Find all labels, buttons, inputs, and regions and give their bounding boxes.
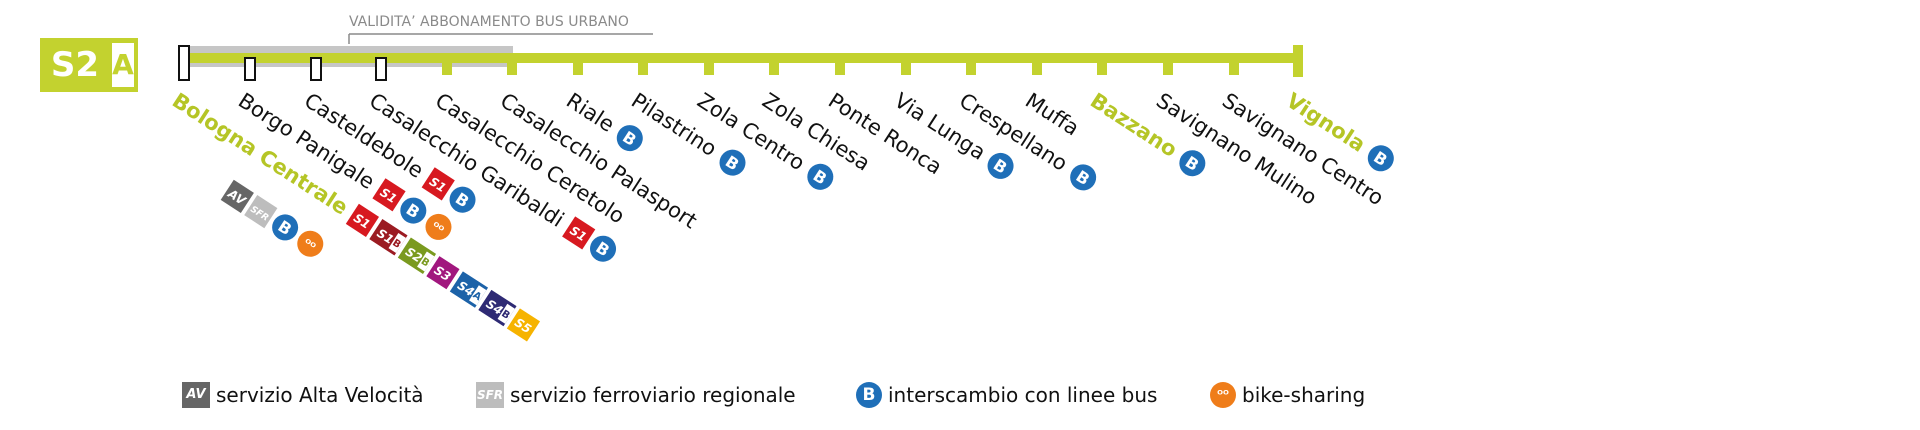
bike-sharing-icon: ᴼᴼ bbox=[297, 230, 324, 257]
line-badge-s3: S3 bbox=[426, 256, 460, 290]
legend-symbol-sfr: SFR bbox=[476, 382, 504, 408]
validity-label: VALIDITA’ ABBONAMENTO BUS URBANO bbox=[349, 14, 629, 30]
bus-interchange-icon: B bbox=[719, 149, 746, 176]
line-badge-s1: S1 bbox=[562, 216, 596, 250]
line-code: S2 bbox=[50, 45, 100, 85]
station-marker bbox=[1229, 63, 1239, 75]
station-marker bbox=[375, 57, 387, 81]
line-badge-av: AV bbox=[220, 179, 254, 213]
bus-interchange-icon: B bbox=[1179, 150, 1206, 177]
station-marker bbox=[1032, 63, 1042, 75]
legend-symbol-av: AV bbox=[182, 382, 210, 408]
station-marker bbox=[769, 63, 779, 75]
legend-label: servizio ferroviario regionale bbox=[510, 383, 796, 407]
line-badge-s1b: S1B bbox=[369, 219, 408, 256]
station-marker bbox=[507, 63, 517, 75]
line-badge-s1: S1 bbox=[372, 178, 406, 212]
bus-interchange-icon: B bbox=[272, 214, 299, 241]
bus-interchange-icon: B bbox=[449, 186, 476, 213]
station-marker bbox=[835, 63, 845, 75]
station-marker bbox=[1163, 63, 1173, 75]
station-marker bbox=[704, 63, 714, 75]
bus-interchange-icon: B bbox=[807, 163, 834, 190]
station-marker bbox=[1097, 63, 1107, 75]
bus-interchange-icon: B bbox=[987, 152, 1014, 179]
station-marker bbox=[442, 63, 452, 75]
bus-interchange-icon: B bbox=[856, 382, 882, 408]
bus-interchange-icon: B bbox=[400, 197, 427, 224]
station-marker bbox=[178, 45, 190, 81]
bus-interchange-icon: B bbox=[616, 125, 643, 152]
line-badge-s4a: S4A bbox=[449, 271, 489, 308]
bus-interchange-icon: B bbox=[590, 235, 617, 262]
line-variant: A bbox=[112, 43, 134, 87]
station-marker bbox=[244, 57, 256, 81]
station-marker bbox=[638, 63, 648, 75]
bus-interchange-icon: B bbox=[1367, 145, 1394, 172]
line-badge-s5: S5 bbox=[506, 308, 541, 342]
legend-label: servizio Alta Velocità bbox=[216, 383, 424, 407]
station-marker bbox=[901, 63, 911, 75]
legend-label: bike-sharing bbox=[1242, 383, 1366, 407]
legend-label: interscambio con linee bus bbox=[888, 383, 1158, 407]
bike-sharing-icon: ᴼᴼ bbox=[1210, 382, 1236, 408]
terminus-marker bbox=[1293, 45, 1303, 77]
bus-interchange-icon: B bbox=[1070, 164, 1097, 191]
bike-sharing-icon: ᴼᴼ bbox=[425, 213, 452, 240]
line-badge-sfr: SFR bbox=[244, 195, 278, 229]
station-marker bbox=[310, 57, 322, 81]
main-line bbox=[184, 53, 1300, 63]
line-badge-s1: S1 bbox=[345, 203, 380, 237]
line-badge: S2 A bbox=[40, 38, 138, 92]
station-marker bbox=[966, 63, 976, 75]
line-badge-s2b: S2B bbox=[397, 237, 437, 275]
line-badge-s1: S1 bbox=[421, 167, 455, 201]
station-marker bbox=[573, 63, 583, 75]
line-badge-s4b: S4B bbox=[478, 289, 517, 327]
